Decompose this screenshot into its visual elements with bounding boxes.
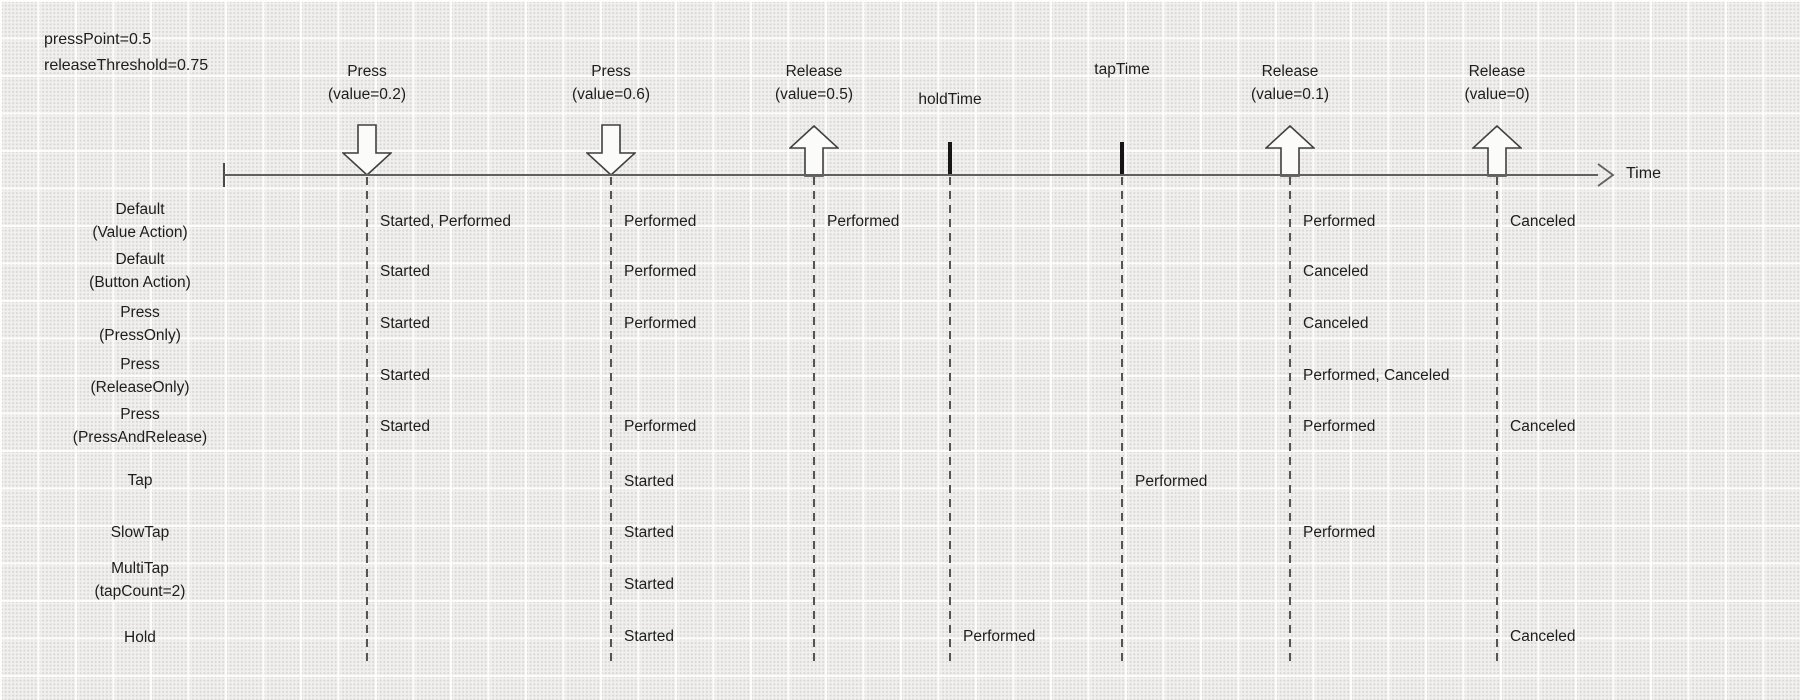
arrow-down-icon <box>586 124 636 176</box>
row-title: Default <box>115 201 165 218</box>
row-title: Press <box>120 406 160 423</box>
state-cell: Performed <box>624 418 697 435</box>
event-value: (value=0.5) <box>775 86 853 103</box>
row-label-press-pressandrelease: Press (PressAndRelease) <box>25 403 255 449</box>
event-value: (value=0.6) <box>572 86 650 103</box>
state-cell: Started <box>624 628 674 645</box>
state-cell: Started <box>624 524 674 541</box>
state-cell: Canceled <box>1510 418 1576 435</box>
row-label-press-pressonly: Press (PressOnly) <box>25 301 255 347</box>
event-title: Press <box>591 63 631 80</box>
event-title: Release <box>785 63 843 80</box>
event-title: tapTime <box>1094 61 1150 78</box>
row-label-slowtap: SlowTap <box>25 521 255 544</box>
arrow-up-icon <box>1472 125 1522 177</box>
row-subtitle: (PressAndRelease) <box>72 429 208 446</box>
state-cell: Canceled <box>1510 628 1576 645</box>
state-cell: Started <box>380 367 430 384</box>
state-cell: Canceled <box>1303 263 1369 280</box>
event-label-hold-time: holdTime <box>840 89 1060 111</box>
event-title: Press <box>347 63 387 80</box>
state-cell: Started <box>380 418 430 435</box>
axis-arrowhead-icon <box>1597 163 1615 187</box>
dashed-line-tap-time <box>1121 177 1123 663</box>
row-title: SlowTap <box>110 524 170 541</box>
dashed-line-release-0.1 <box>1289 177 1291 663</box>
state-cell: Performed <box>827 213 900 230</box>
state-cell: Performed <box>1303 524 1376 541</box>
state-cell: Started <box>380 315 430 332</box>
event-value: (value=0) <box>1464 86 1530 103</box>
row-subtitle: (Button Action) <box>89 274 191 291</box>
release-threshold-param: releaseThreshold=0.75 <box>44 57 209 74</box>
arrow-up-icon <box>1265 125 1315 177</box>
row-title: Press <box>120 356 160 373</box>
row-title: Tap <box>127 472 153 489</box>
dashed-line-press-0.6 <box>610 177 612 663</box>
dashed-line-release-0 <box>1496 177 1498 663</box>
state-cell: Canceled <box>1510 213 1576 230</box>
parameters-note: pressPoint=0.5 releaseThreshold=0.75 <box>44 27 208 79</box>
tick-mark <box>948 142 952 176</box>
time-axis <box>224 174 1598 176</box>
row-label-tap: Tap <box>25 469 255 492</box>
row-label-multitap: MultiTap (tapCount=2) <box>25 557 255 603</box>
arrow-down-icon <box>342 124 392 176</box>
state-cell: Performed <box>624 213 697 230</box>
state-cell: Performed <box>963 628 1036 645</box>
event-value: (value=0.1) <box>1251 86 1329 103</box>
state-cell: Performed, Canceled <box>1303 367 1450 384</box>
row-subtitle: (tapCount=2) <box>94 583 186 600</box>
state-cell: Started <box>624 576 674 593</box>
event-title: Release <box>1261 63 1319 80</box>
tick-mark <box>1120 142 1124 176</box>
event-title: Release <box>1468 63 1526 80</box>
event-label-press-0.6: Press (value=0.6) <box>501 60 721 106</box>
row-title: Hold <box>124 629 156 646</box>
row-title: Press <box>120 304 160 321</box>
row-subtitle: (Value Action) <box>92 224 188 241</box>
event-label-release-0.1: Release (value=0.1) <box>1180 60 1400 106</box>
row-title: Default <box>115 251 165 268</box>
dashed-line-release-0.5 <box>813 177 815 663</box>
dashed-line-press-0.2 <box>366 177 368 663</box>
row-subtitle: (PressOnly) <box>99 327 181 344</box>
dashed-line-hold-time <box>949 177 951 663</box>
event-value: (value=0.2) <box>328 86 406 103</box>
row-label-hold: Hold <box>25 626 255 649</box>
state-cell: Performed <box>1303 213 1376 230</box>
row-title: MultiTap <box>111 560 169 577</box>
state-cell: Performed <box>1135 473 1208 490</box>
state-cell: Canceled <box>1303 315 1369 332</box>
event-label-release-0: Release (value=0) <box>1387 60 1607 106</box>
state-cell: Started <box>624 473 674 490</box>
event-label-tap-time: tapTime <box>1012 59 1232 81</box>
row-subtitle: (ReleaseOnly) <box>90 379 190 396</box>
row-label-default-button-action: Default (Button Action) <box>25 248 255 294</box>
state-cell: Performed <box>624 263 697 280</box>
state-cell: Started, Performed <box>380 213 511 230</box>
time-axis-label: Time <box>1626 165 1661 182</box>
state-cell: Performed <box>1303 418 1376 435</box>
row-label-press-releaseonly: Press (ReleaseOnly) <box>25 353 255 399</box>
state-cell: Started <box>380 263 430 280</box>
state-cell: Performed <box>624 315 697 332</box>
arrow-up-icon <box>789 125 839 177</box>
press-point-param: pressPoint=0.5 <box>44 31 152 48</box>
event-title: holdTime <box>918 91 982 108</box>
event-label-release-0.5: Release (value=0.5) <box>704 60 924 106</box>
event-label-press-0.2: Press (value=0.2) <box>257 60 477 106</box>
row-label-default-value-action: Default (Value Action) <box>25 198 255 244</box>
